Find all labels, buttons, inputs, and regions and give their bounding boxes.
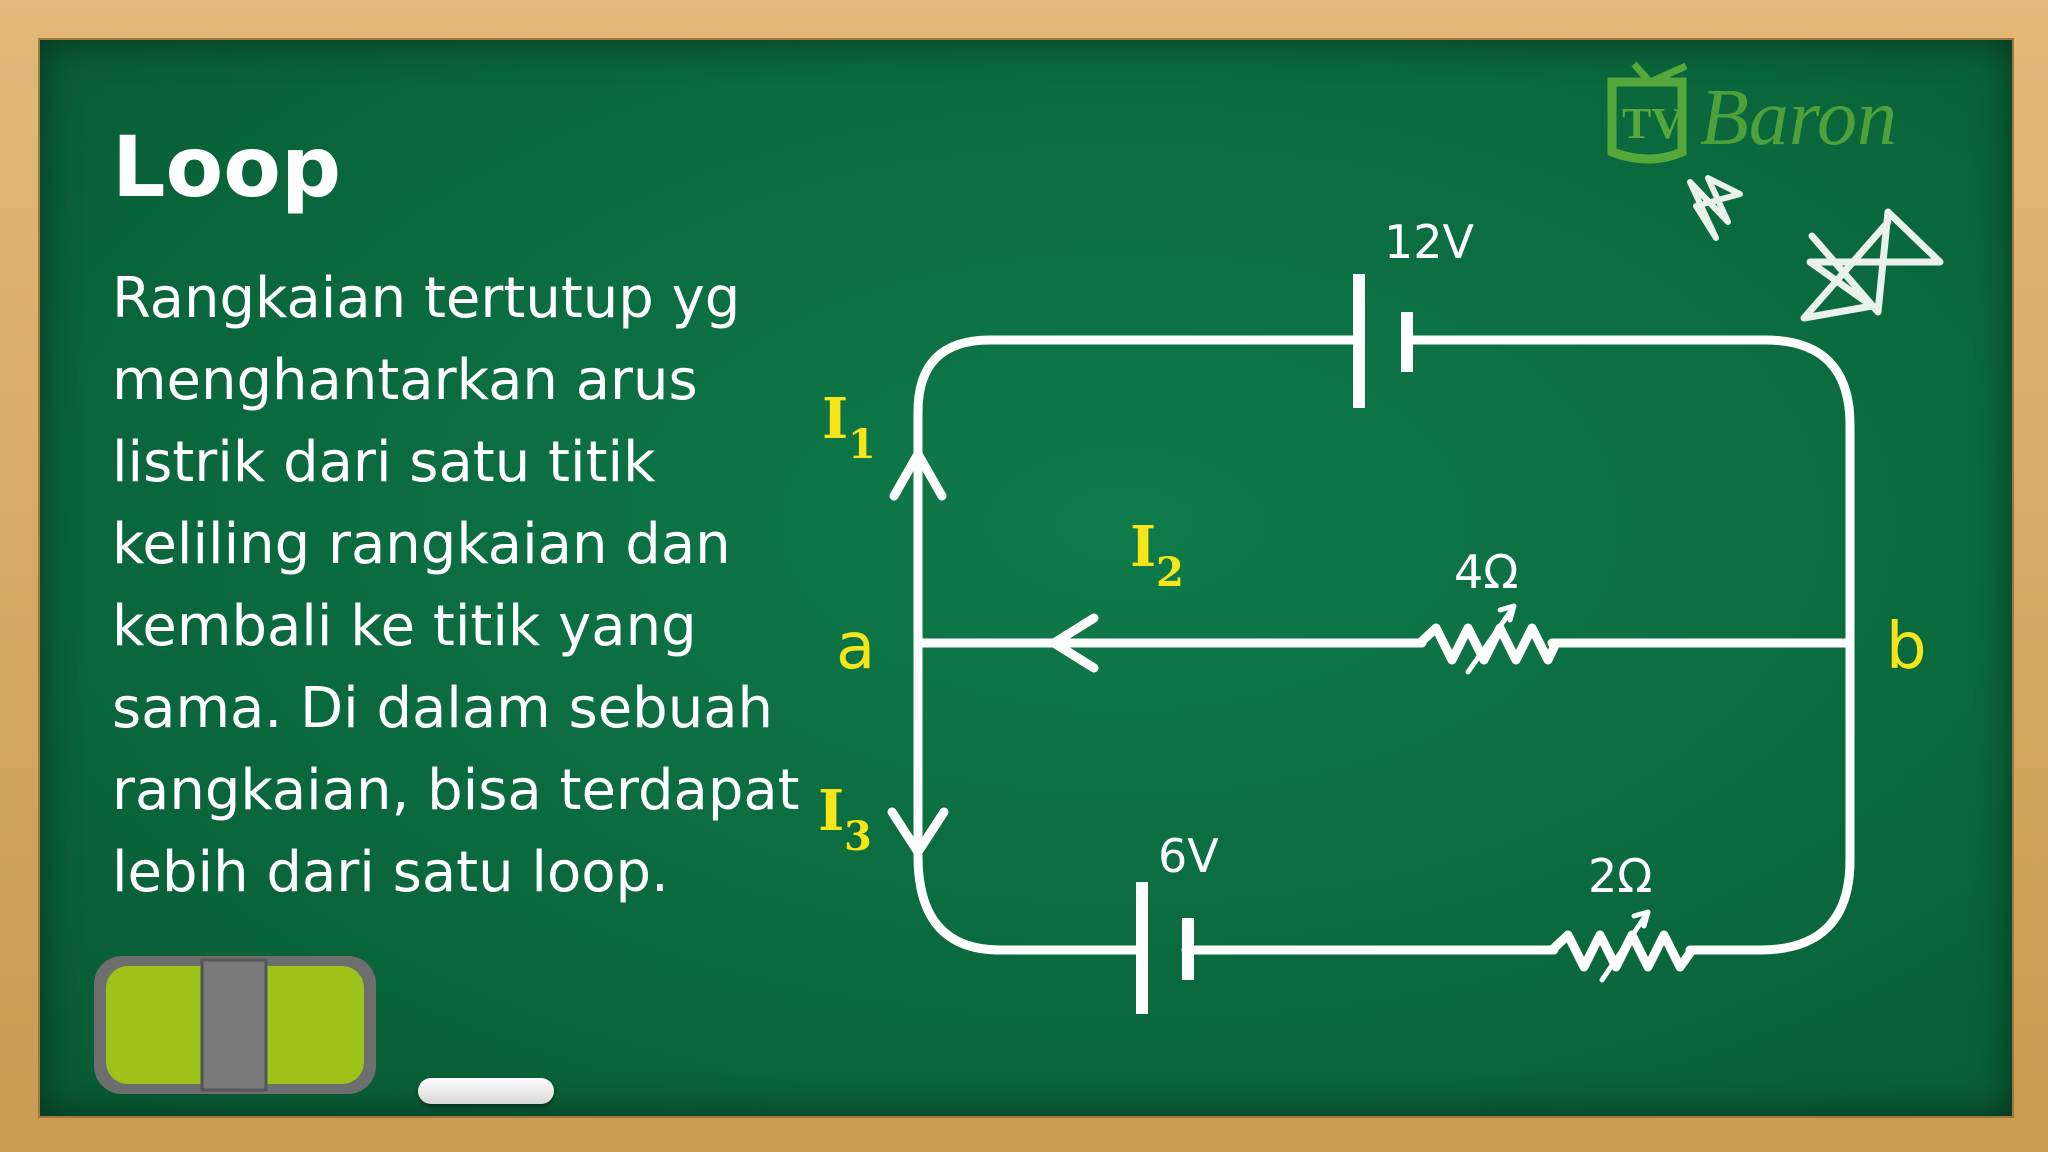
current-i3-label: I 3 bbox=[818, 778, 872, 860]
paragraph-line: Rangkaian tertutup yg bbox=[112, 266, 741, 331]
current-i2-subscript: 2 bbox=[1156, 549, 1184, 596]
paragraph-line: lebih dari satu loop. bbox=[112, 840, 669, 905]
tv-baron-logo: TV Baron bbox=[1607, 61, 1897, 164]
paragraph-line: listrik dari satu titik bbox=[112, 430, 656, 495]
node-a-label: a bbox=[836, 610, 875, 684]
current-i2-letter: I bbox=[1130, 514, 1156, 580]
node-b-label: b bbox=[1886, 610, 1927, 684]
star-doodle-small-icon bbox=[1687, 175, 1743, 241]
arrow-down-icon bbox=[887, 807, 949, 857]
current-i1-label: I 1 bbox=[822, 386, 876, 468]
paragraph-line: rangkaian, bisa terdapat bbox=[112, 758, 800, 823]
star-doodle-large-icon bbox=[1800, 208, 1944, 322]
battery-6v-icon bbox=[1136, 882, 1194, 1014]
paragraph-line: keliling rangkaian dan bbox=[112, 512, 731, 577]
arrow-left-icon bbox=[1049, 613, 1099, 673]
slide-paragraph: Rangkaian tertutup yg menghantarkan arus… bbox=[112, 258, 812, 914]
resistor-2ohm-icon bbox=[1547, 909, 1697, 983]
resistor-4ohm-label: 4Ω bbox=[1454, 545, 1518, 599]
paragraph-line: menghantarkan arus bbox=[112, 348, 698, 413]
logo-name: Baron bbox=[1700, 74, 1897, 162]
eraser-icon bbox=[94, 956, 376, 1094]
slide-title: Loop bbox=[112, 118, 342, 216]
resistor-2ohm-label: 2Ω bbox=[1588, 849, 1652, 903]
logo-badge-text: TV bbox=[1622, 99, 1683, 148]
current-i3-subscript: 3 bbox=[844, 813, 872, 860]
battery-12v-icon bbox=[1353, 274, 1413, 408]
paragraph-line: kembali ke titik yang bbox=[112, 594, 697, 659]
chalk-stick-icon bbox=[418, 1078, 554, 1104]
paragraph-line: sama. Di dalam sebuah bbox=[112, 676, 774, 741]
chalkboard bbox=[38, 38, 2014, 1118]
current-i1-subscript: 1 bbox=[848, 421, 876, 468]
current-i3-letter: I bbox=[818, 778, 844, 844]
arrow-up-icon bbox=[889, 449, 947, 501]
battery-6v-label: 6V bbox=[1158, 829, 1219, 883]
current-i1-letter: I bbox=[822, 386, 848, 452]
tv-badge-icon: TV bbox=[1607, 61, 1688, 164]
resistor-4ohm-icon bbox=[1415, 603, 1561, 675]
current-i2-label: I 2 bbox=[1130, 514, 1184, 596]
battery-12v-label: 12V bbox=[1384, 215, 1475, 269]
